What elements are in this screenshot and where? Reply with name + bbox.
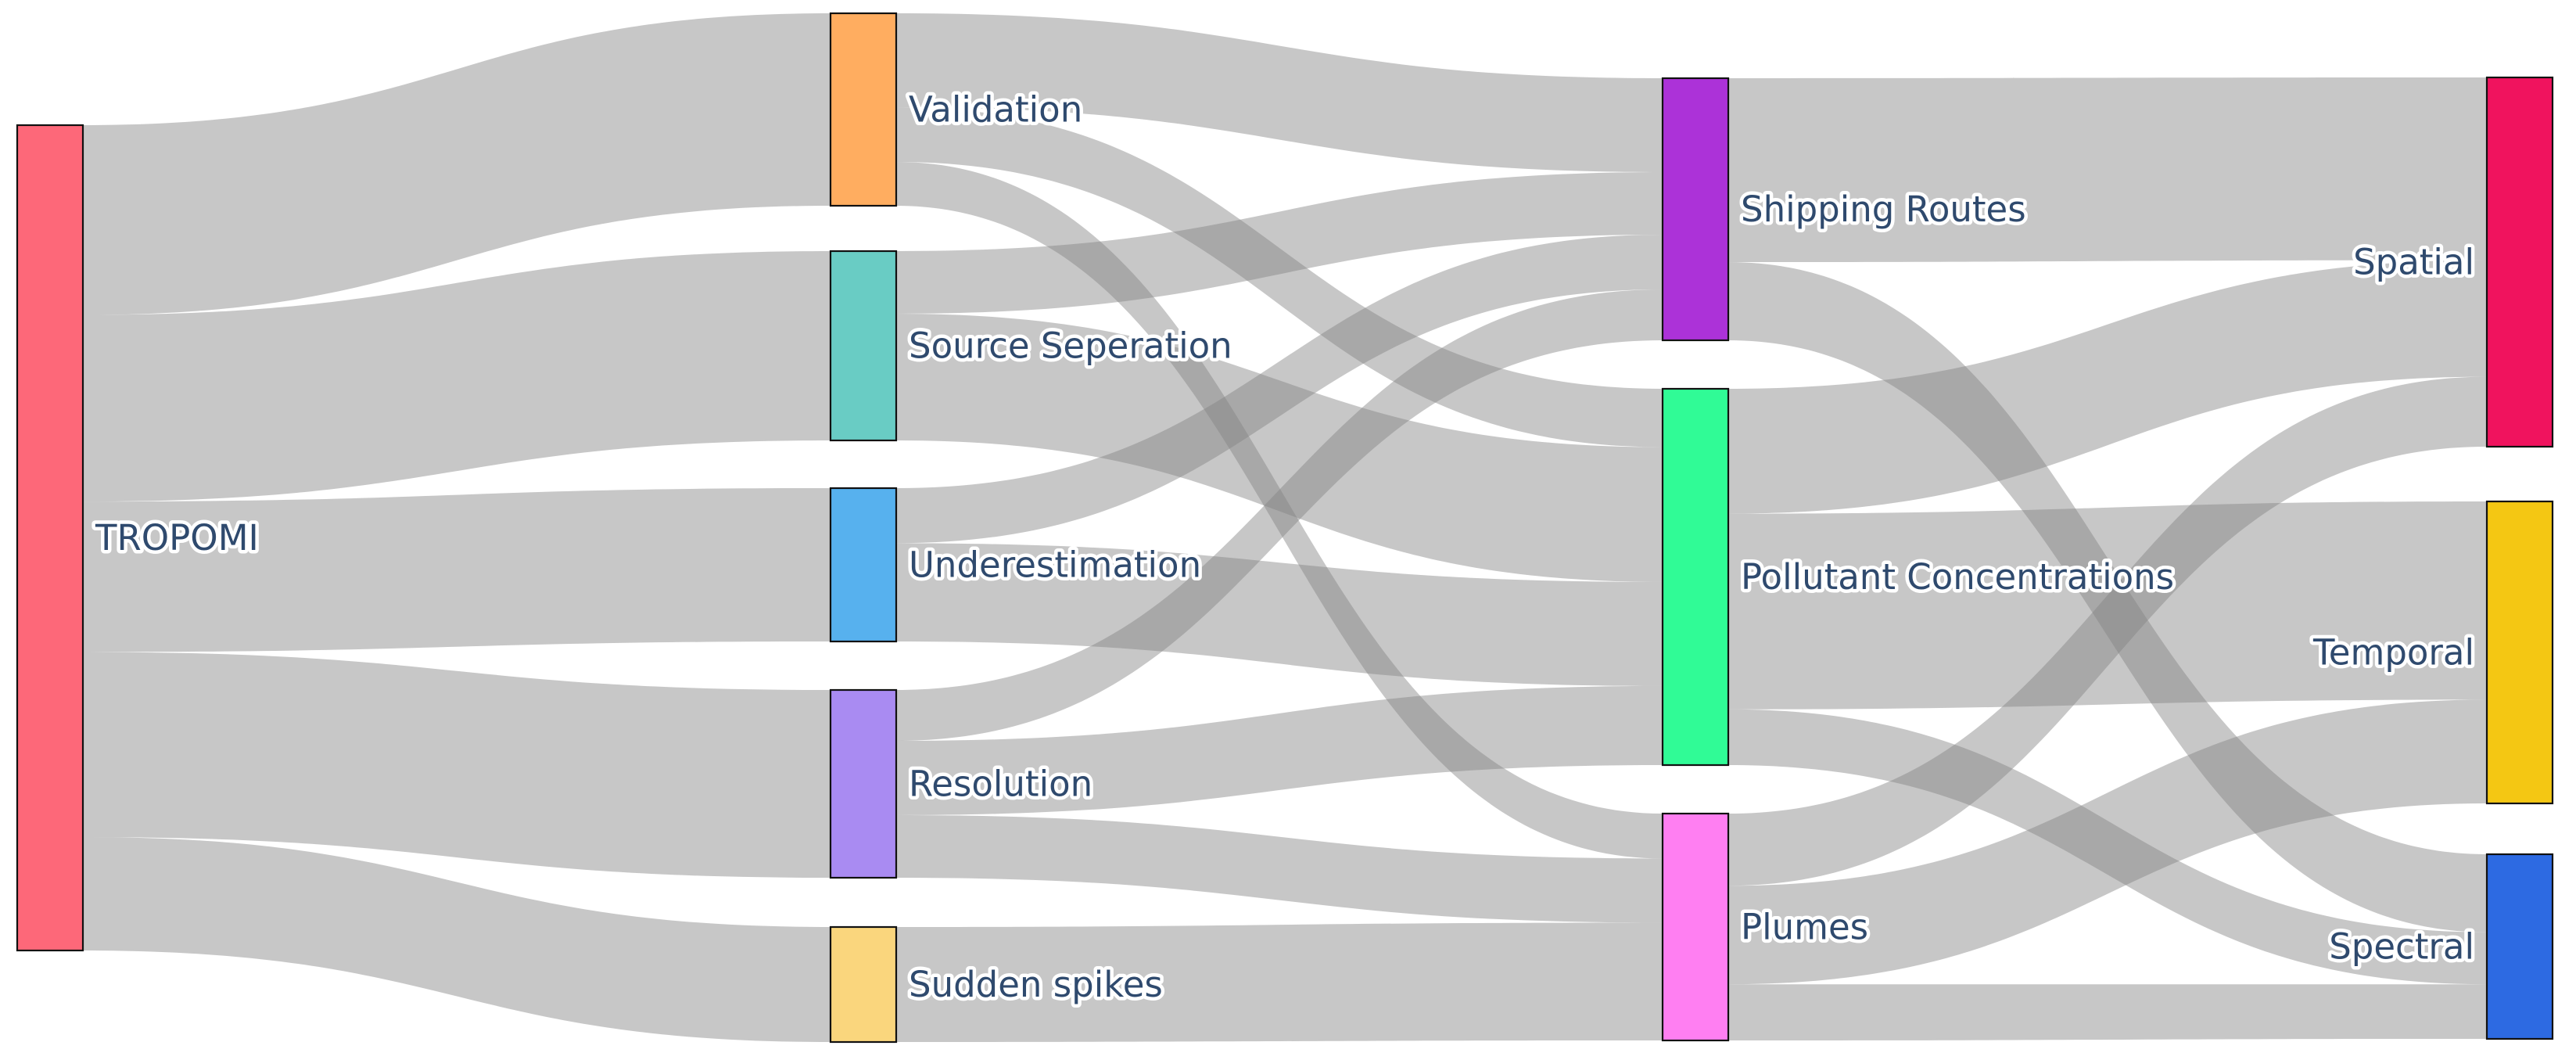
nodes-layer bbox=[16, 12, 2554, 1044]
link-pollutant_concentrations-spatial bbox=[1728, 260, 2487, 514]
node-label-pollutant_concentrations: Pollutant Concentrations bbox=[1741, 556, 2174, 598]
link-plumes-spectral bbox=[1728, 984, 2487, 1040]
link-sudden_spikes-plumes bbox=[896, 922, 1663, 1042]
node-label-validation: Validation bbox=[909, 89, 1082, 131]
link-validation-pollutant_concentrations bbox=[896, 107, 1663, 447]
node-label-resolution: Resolution bbox=[909, 764, 1092, 805]
node-label-spatial: Spatial bbox=[2353, 242, 2474, 283]
node-source_seperation[interactable] bbox=[829, 250, 898, 442]
node-label-temporal: Temporal bbox=[2312, 632, 2474, 674]
link-resolution-shipping_routes bbox=[896, 289, 1663, 741]
node-underestimation[interactable] bbox=[829, 487, 898, 643]
node-plumes[interactable] bbox=[1661, 812, 1730, 1042]
node-tropomi[interactable] bbox=[16, 124, 84, 952]
node-label-shipping_routes: Shipping Routes bbox=[1741, 189, 2026, 230]
link-source_seperation-shipping_routes bbox=[896, 172, 1663, 314]
links-layer bbox=[83, 13, 2487, 1042]
node-temporal[interactable] bbox=[2485, 500, 2554, 805]
node-spectral[interactable] bbox=[2485, 853, 2554, 1040]
link-pollutant_concentrations-temporal bbox=[1728, 501, 2487, 710]
node-label-sudden_spikes: Sudden spikes bbox=[909, 964, 1163, 1005]
link-validation-plumes bbox=[896, 162, 1663, 859]
link-source_seperation-pollutant_concentrations bbox=[896, 314, 1663, 582]
link-tropomi-underestimation bbox=[83, 488, 831, 652]
node-label-plumes: Plumes bbox=[1741, 907, 1868, 948]
link-shipping_routes-spatial bbox=[1728, 77, 2487, 262]
link-resolution-plumes bbox=[896, 815, 1663, 923]
node-label-underestimation: Underestimation bbox=[909, 544, 1201, 586]
node-label-spectral: Spectral bbox=[2329, 926, 2474, 968]
link-plumes-spatial bbox=[1728, 376, 2487, 886]
link-pollutant_concentrations-spectral bbox=[1728, 709, 2487, 985]
node-resolution[interactable] bbox=[829, 688, 898, 879]
node-label-source_seperation: Source Seperation bbox=[909, 325, 1232, 367]
link-tropomi-source_seperation bbox=[83, 251, 831, 502]
node-shipping_routes[interactable] bbox=[1661, 77, 1730, 342]
link-tropomi-sudden_spikes bbox=[83, 837, 831, 1042]
node-validation[interactable] bbox=[829, 12, 898, 207]
link-validation-shipping_routes bbox=[896, 13, 1663, 172]
link-plumes-temporal bbox=[1728, 699, 2487, 985]
link-tropomi-resolution bbox=[83, 652, 831, 878]
link-shipping_routes-spectral bbox=[1728, 262, 2487, 932]
link-tropomi-validation bbox=[83, 13, 831, 315]
link-underestimation-pollutant_concentrations bbox=[896, 543, 1663, 686]
link-underestimation-shipping_routes bbox=[896, 235, 1663, 544]
node-sudden_spikes[interactable] bbox=[829, 925, 898, 1044]
node-pollutant_concentrations[interactable] bbox=[1661, 387, 1730, 767]
node-label-tropomi: TROPOMI bbox=[95, 517, 259, 559]
link-resolution-pollutant_concentrations bbox=[896, 685, 1663, 815]
node-spatial[interactable] bbox=[2485, 76, 2554, 448]
